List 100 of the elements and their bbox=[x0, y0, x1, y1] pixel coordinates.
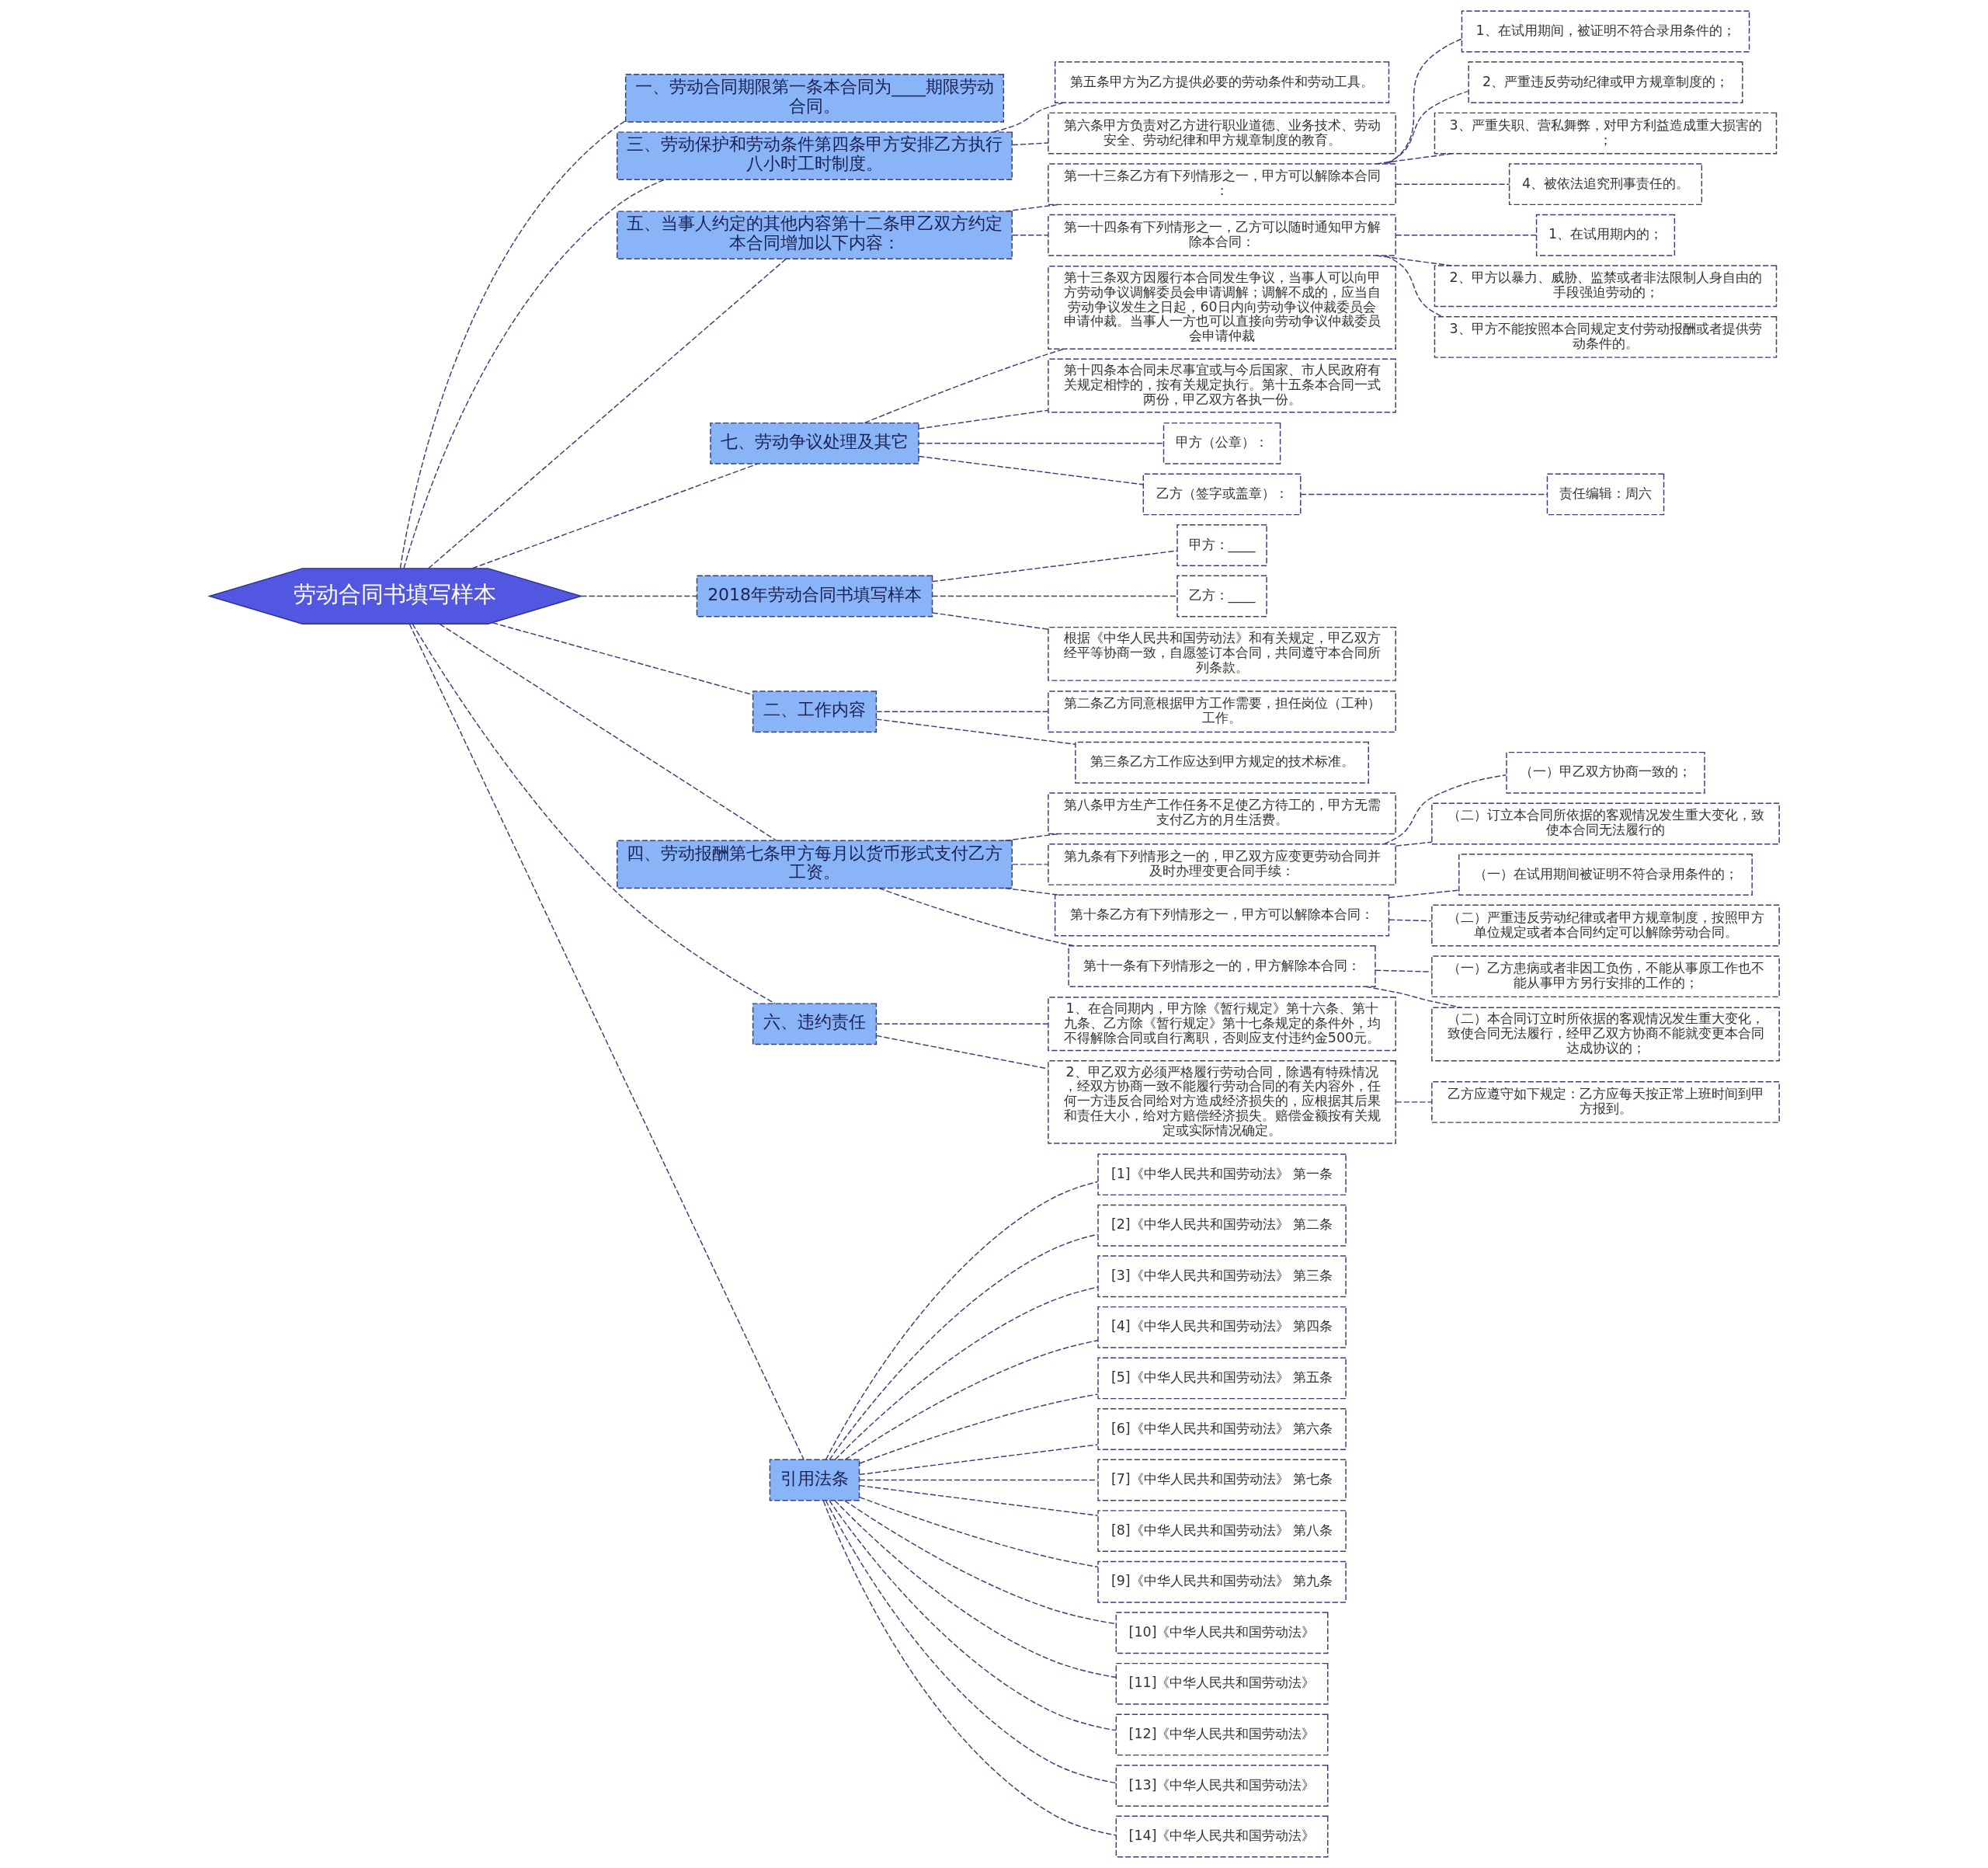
connector bbox=[825, 1500, 1117, 1784]
node-box: 2、甲方以暴力、威胁、监禁或者非法限制人身自由的手段强迫劳动的； bbox=[1434, 265, 1777, 308]
node-box: 根据《中华人民共和国劳动法》和有关规定，甲乙双方经平等协商一致，自愿签订本合同，共同遵守本合同所列条款。 bbox=[1047, 626, 1396, 681]
node-box: 4、被依法追究刑事责任的。 bbox=[1508, 163, 1702, 206]
connector bbox=[1387, 38, 1462, 165]
node-box: 第五条甲方为乙方提供必要的劳动条件和劳动工具。 bbox=[1054, 61, 1389, 103]
connector bbox=[931, 595, 1177, 597]
connector bbox=[864, 348, 1065, 424]
node-box: 引用法条 bbox=[769, 1459, 860, 1501]
connector bbox=[399, 120, 626, 569]
node-box: 第六条甲方负责对乙方进行职业道德、业务技术、劳动安全、劳动纪律和甲方规章制度的教育。 bbox=[1047, 112, 1396, 155]
connector bbox=[1395, 1101, 1432, 1103]
connector bbox=[1364, 986, 1461, 1008]
connector bbox=[580, 595, 697, 597]
connector bbox=[858, 1484, 1098, 1516]
node-box: （二）订立本合同所依据的客观情况发生重大变化，致使本合同无法履行的 bbox=[1430, 802, 1780, 845]
node-box: 三、劳动保护和劳动条件第四条甲方安排乙方执行八小时工时制度。 bbox=[616, 131, 1013, 181]
connector bbox=[931, 612, 1048, 630]
node-box: [14]《中华人民共和国劳动法》 bbox=[1115, 1815, 1328, 1858]
node-box: 第一十四条有下列情形之一，乙方可以随时通知甲方解除本合同： bbox=[1047, 214, 1396, 256]
node-box: 乙方（签字或盖章）： bbox=[1142, 473, 1302, 516]
node-box: [3]《中华人民共和国劳动法》 第三条 bbox=[1097, 1255, 1347, 1298]
connector bbox=[833, 1500, 1117, 1678]
node-box: （一）在试用期间被证明不符合录用条件的； bbox=[1458, 854, 1753, 896]
connector bbox=[1385, 255, 1442, 318]
connector bbox=[1003, 203, 1059, 212]
node-box: 第九条有下列情形之一的，甲乙双方应变更劳动合同并及时办理变更合同手续： bbox=[1047, 843, 1396, 885]
connector bbox=[1383, 774, 1507, 845]
node-box: [6]《中华人民共和国劳动法》 第六条 bbox=[1097, 1408, 1347, 1450]
connector bbox=[822, 1500, 1116, 1836]
node-box: 2、甲乙双方必须严格履行劳动合同，除遇有特殊情况，经双方协商一致不能履行劳动合同的有关内容外，任何一方违反合同给对方造成经济损失的，应根据其后果和责任大小，给对方赔偿经济损失。赔偿金额按有关规定或实际情况确定。 bbox=[1047, 1059, 1396, 1144]
node-box: 第十条乙方有下列情形之一，甲方可以解除本合同： bbox=[1054, 894, 1389, 937]
node-box: 第十四条本合同未尽事宜或与今后国家、市人民政府有关规定相悖的，按有关规定执行。第十五条本合同一式两份，甲乙双方各执一份。 bbox=[1047, 358, 1396, 413]
connector bbox=[1385, 90, 1469, 165]
connector bbox=[875, 711, 1048, 712]
connector bbox=[1375, 153, 1452, 165]
node-box: 第一十三条乙方有下列情形之一，甲方可以解除本合同： bbox=[1047, 163, 1396, 206]
node-box: （二）严重违反劳动纪律或者甲方规章制度，按照甲方单位规定或者本合同约定可以解除劳动合同。 bbox=[1430, 904, 1780, 947]
node-box: [9]《中华人民共和国劳动法》 第九条 bbox=[1097, 1560, 1347, 1603]
node-box: 四、劳动报酬第七条甲方每月以货币形式支付乙方工资。 bbox=[616, 840, 1013, 889]
node-box: 3、甲方不能按照本合同规定支付劳动报酬或者提供劳动条件的。 bbox=[1434, 315, 1777, 358]
connector bbox=[918, 409, 1048, 430]
connector bbox=[858, 1444, 1098, 1476]
node-box: 1、在试用期间，被证明不符合录用条件的； bbox=[1461, 10, 1750, 53]
connector bbox=[412, 623, 776, 1004]
connector bbox=[492, 622, 753, 696]
node-box: 2018年劳动合同书填写样本 bbox=[696, 575, 933, 617]
connector bbox=[439, 623, 777, 841]
node-box: 1、在合同期内，甲方除《暂行规定》第十六条、第十九条、乙方除《暂行规定》第十七条规定的条件外，均不得解除合同或自行离职，否则应支付违约金500元。 bbox=[1047, 997, 1396, 1052]
node-box: 第三条乙方工作应达到甲方规定的技术标准。 bbox=[1074, 741, 1369, 784]
connector bbox=[427, 258, 787, 569]
connector bbox=[878, 887, 1075, 947]
node-box: 乙方：____ bbox=[1176, 575, 1267, 617]
connector bbox=[1395, 235, 1537, 236]
connector bbox=[1011, 864, 1049, 865]
connector bbox=[1395, 183, 1510, 185]
connector bbox=[825, 1181, 1098, 1460]
node-box: （二）本合同订立时所依据的客观情况发生重大变化，致使合同无法履行，经甲乙双方协商不能就变更本合同达成协议的； bbox=[1430, 1007, 1780, 1062]
connector bbox=[1388, 919, 1432, 922]
node-box: 二、工作内容 bbox=[752, 690, 877, 733]
connector bbox=[843, 1500, 1117, 1625]
node-box: 3、严重失职、营私舞弊，对甲方利益造成重大损害的； bbox=[1434, 112, 1777, 155]
connector bbox=[858, 1393, 1098, 1464]
node-box: 第八条甲方生产工作任务不足使乙方待工的，甲方无需支付乙方的月生活费。 bbox=[1047, 792, 1396, 835]
connector bbox=[408, 623, 805, 1460]
node-box: 五、当事人约定的其他内容第十二条甲乙双方约定本合同增加以下内容： bbox=[616, 210, 1013, 260]
node-box: [1]《中华人民共和国劳动法》 第一条 bbox=[1097, 1153, 1347, 1196]
connector bbox=[858, 1479, 1098, 1481]
node-box: 责任编辑：周六 bbox=[1546, 473, 1664, 516]
node-box: （一）乙方患病或者非因工负伤，不能从事原工作也不能从事甲方另行安排的工作的； bbox=[1430, 955, 1780, 998]
node-box: [2]《中华人民共和国劳动法》 第二条 bbox=[1097, 1204, 1347, 1247]
node-box: [5]《中华人民共和国劳动法》 第五条 bbox=[1097, 1357, 1347, 1400]
node-box: 六、违约责任 bbox=[752, 1003, 877, 1045]
node-box: 第二条乙方同意根据甲方工作需要，担任岗位（工种）工作。 bbox=[1047, 690, 1396, 733]
node-box: [7]《中华人民共和国劳动法》 第七条 bbox=[1097, 1459, 1347, 1501]
connector bbox=[931, 550, 1177, 583]
connector bbox=[858, 1496, 1098, 1568]
connector bbox=[1299, 493, 1548, 496]
node-box: 第十三条双方因履行本合同发生争议，当事人可以向甲方劳动争议调解委员会申请调解；调解不成的，应当自劳动争议发生之日起，60日内向劳动争议仲裁委员会申请仲裁。当事人一方也可以直接向劳动争议仲裁委员会申请仲裁 bbox=[1047, 266, 1396, 350]
node-box: 七、劳动争议处理及其它 bbox=[709, 422, 919, 464]
node-box: [8]《中华人民共和国劳动法》 第八条 bbox=[1097, 1510, 1347, 1553]
connector bbox=[875, 718, 1076, 745]
connector bbox=[1388, 889, 1459, 899]
connector bbox=[1011, 142, 1049, 146]
node-box: （一）甲乙双方协商一致的； bbox=[1505, 751, 1705, 794]
connector bbox=[834, 1286, 1099, 1460]
node-box: 一、劳动合同期限第一条本合同为____期限劳动合同。 bbox=[624, 74, 1004, 123]
connector bbox=[843, 1340, 1099, 1461]
connector bbox=[828, 1500, 1117, 1731]
connector bbox=[992, 102, 1064, 133]
connector bbox=[1011, 235, 1049, 236]
node-box: 2、严重违反劳动纪律或甲方规章制度的； bbox=[1467, 61, 1743, 103]
connector bbox=[471, 463, 758, 569]
node-box: 1、在试用期内的； bbox=[1535, 214, 1675, 256]
connector bbox=[1003, 887, 1059, 896]
connector bbox=[918, 443, 1164, 444]
node-box: [11]《中华人民共和国劳动法》 bbox=[1115, 1662, 1328, 1705]
connector bbox=[875, 1035, 1048, 1070]
connector bbox=[402, 179, 665, 569]
node-box: [10]《中华人民共和国劳动法》 bbox=[1115, 1612, 1328, 1654]
